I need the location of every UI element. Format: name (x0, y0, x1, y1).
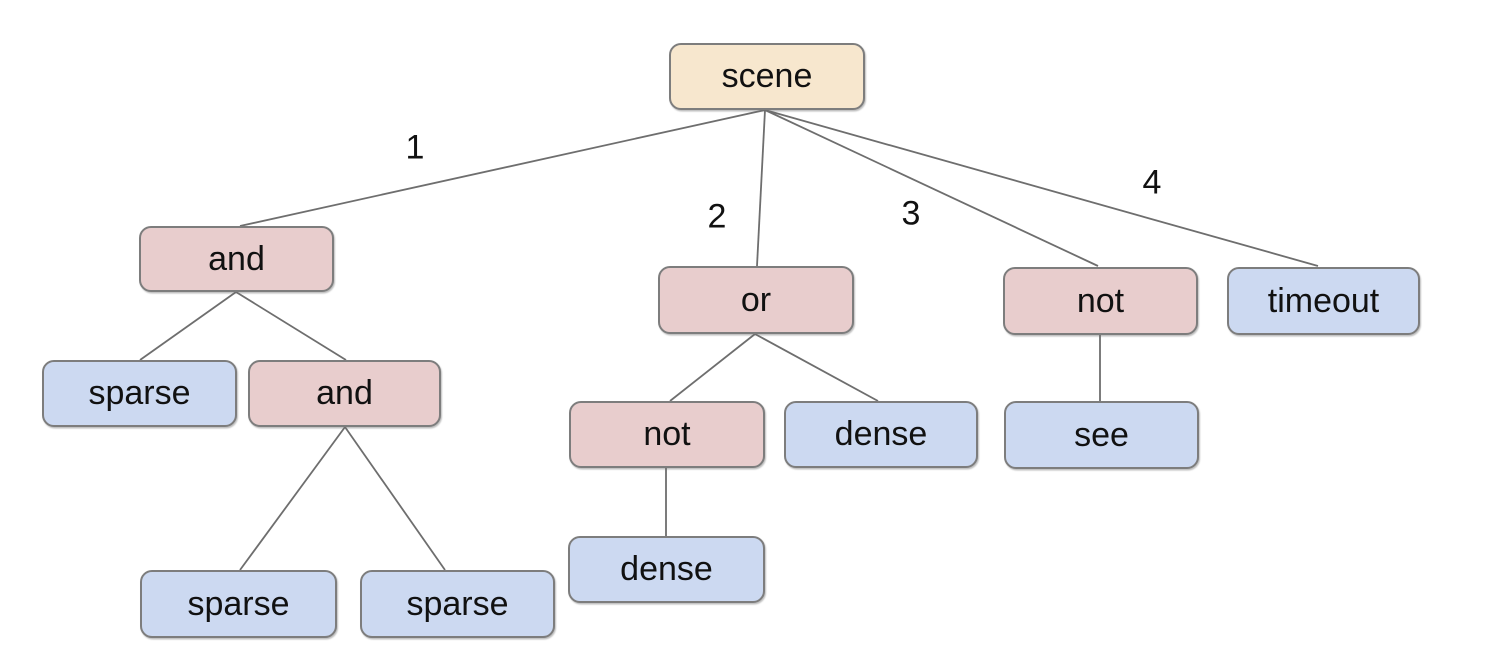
edge-scene-not (764, 109, 1099, 267)
node-not-under-or: not (569, 401, 765, 468)
node-and-level1: and (139, 226, 334, 292)
node-see: see (1004, 401, 1199, 469)
edge-label-1: 1 (405, 128, 425, 167)
edge-and2-sparse-right (344, 426, 446, 571)
edge-label-3: 3 (901, 194, 921, 233)
node-scene: scene (669, 43, 865, 110)
edge-scene-or (756, 109, 766, 267)
node-sparse-bottom-right: sparse (360, 570, 555, 638)
edge-scene-timeout (764, 109, 1319, 267)
node-sparse-left: sparse (42, 360, 237, 427)
node-not-level1: not (1003, 267, 1198, 335)
edge-scene-and (239, 109, 766, 227)
node-and-level2: and (248, 360, 441, 427)
node-timeout: timeout (1227, 267, 1420, 335)
edge-and-and (235, 291, 347, 361)
edge-label-2: 2 (707, 197, 727, 236)
node-sparse-bottom-left: sparse (140, 570, 337, 638)
node-dense-bottom: dense (568, 536, 765, 603)
node-or: or (658, 266, 854, 334)
edge-or-not (669, 333, 756, 402)
edge-and2-sparse-left (239, 426, 346, 571)
node-dense-under-or: dense (784, 401, 978, 468)
edge-label-4: 4 (1142, 163, 1162, 202)
edge-or-dense (754, 333, 879, 402)
edge-and-sparse (139, 291, 237, 361)
